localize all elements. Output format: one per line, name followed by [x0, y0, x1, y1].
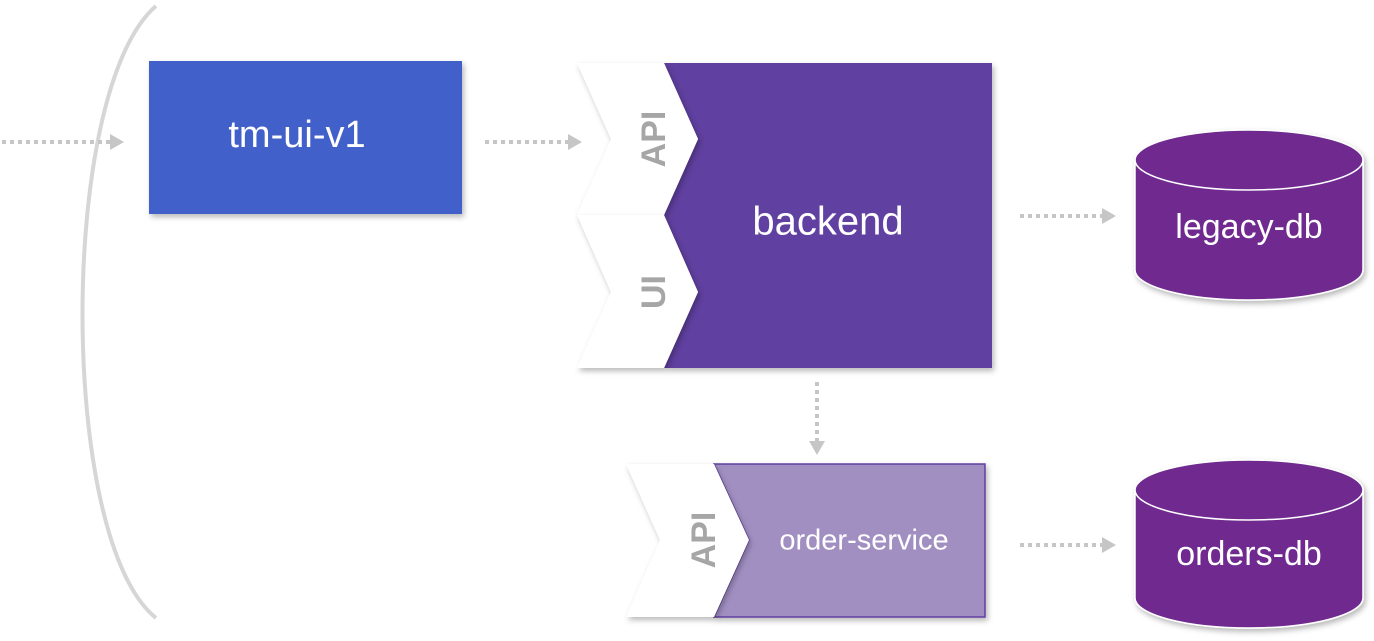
edge-frontend-to-backend — [485, 134, 582, 150]
arrowhead-icon — [110, 134, 124, 150]
arrowhead-icon — [1102, 208, 1116, 224]
edge-external-to-frontend — [2, 134, 124, 150]
legacy-db-label: legacy-db — [1175, 208, 1322, 246]
order-service-api-tab-label: API — [685, 512, 723, 569]
edge-order-service-to-orders-db — [1020, 537, 1116, 553]
order-service-body — [712, 463, 986, 618]
orders-db-label: orders-db — [1176, 535, 1322, 573]
database-icon — [1134, 129, 1364, 301]
order-service-label: order-service — [779, 525, 948, 557]
backend-body — [664, 63, 992, 368]
frontend-box — [149, 61, 462, 214]
orders-db-node[interactable]: orders-db — [1134, 459, 1364, 629]
frontend-label: tm-ui-v1 — [228, 114, 365, 156]
arrowhead-icon — [809, 441, 825, 455]
edge-backend-to-legacy-db — [1020, 208, 1116, 224]
arrowhead-icon — [568, 134, 582, 150]
order-service-node[interactable]: API order-service — [626, 463, 986, 618]
database-icon — [1134, 459, 1364, 629]
backend-node[interactable]: API UI backend — [577, 63, 992, 368]
legacy-db-node[interactable]: legacy-db — [1134, 129, 1364, 301]
backend-label: backend — [752, 200, 903, 244]
order-service-api-tab[interactable] — [626, 464, 749, 617]
edge-backend-to-order-service — [809, 382, 825, 455]
backend-api-tab-label: API — [635, 111, 673, 168]
cluster-boundary-arc — [80, 4, 158, 620]
backend-api-tab[interactable] — [577, 63, 698, 215]
backend-ui-tab-label: UI — [635, 275, 673, 309]
arrowhead-icon — [1102, 537, 1116, 553]
frontend-node[interactable]: tm-ui-v1 — [149, 61, 462, 214]
backend-ui-tab[interactable] — [577, 215, 698, 368]
